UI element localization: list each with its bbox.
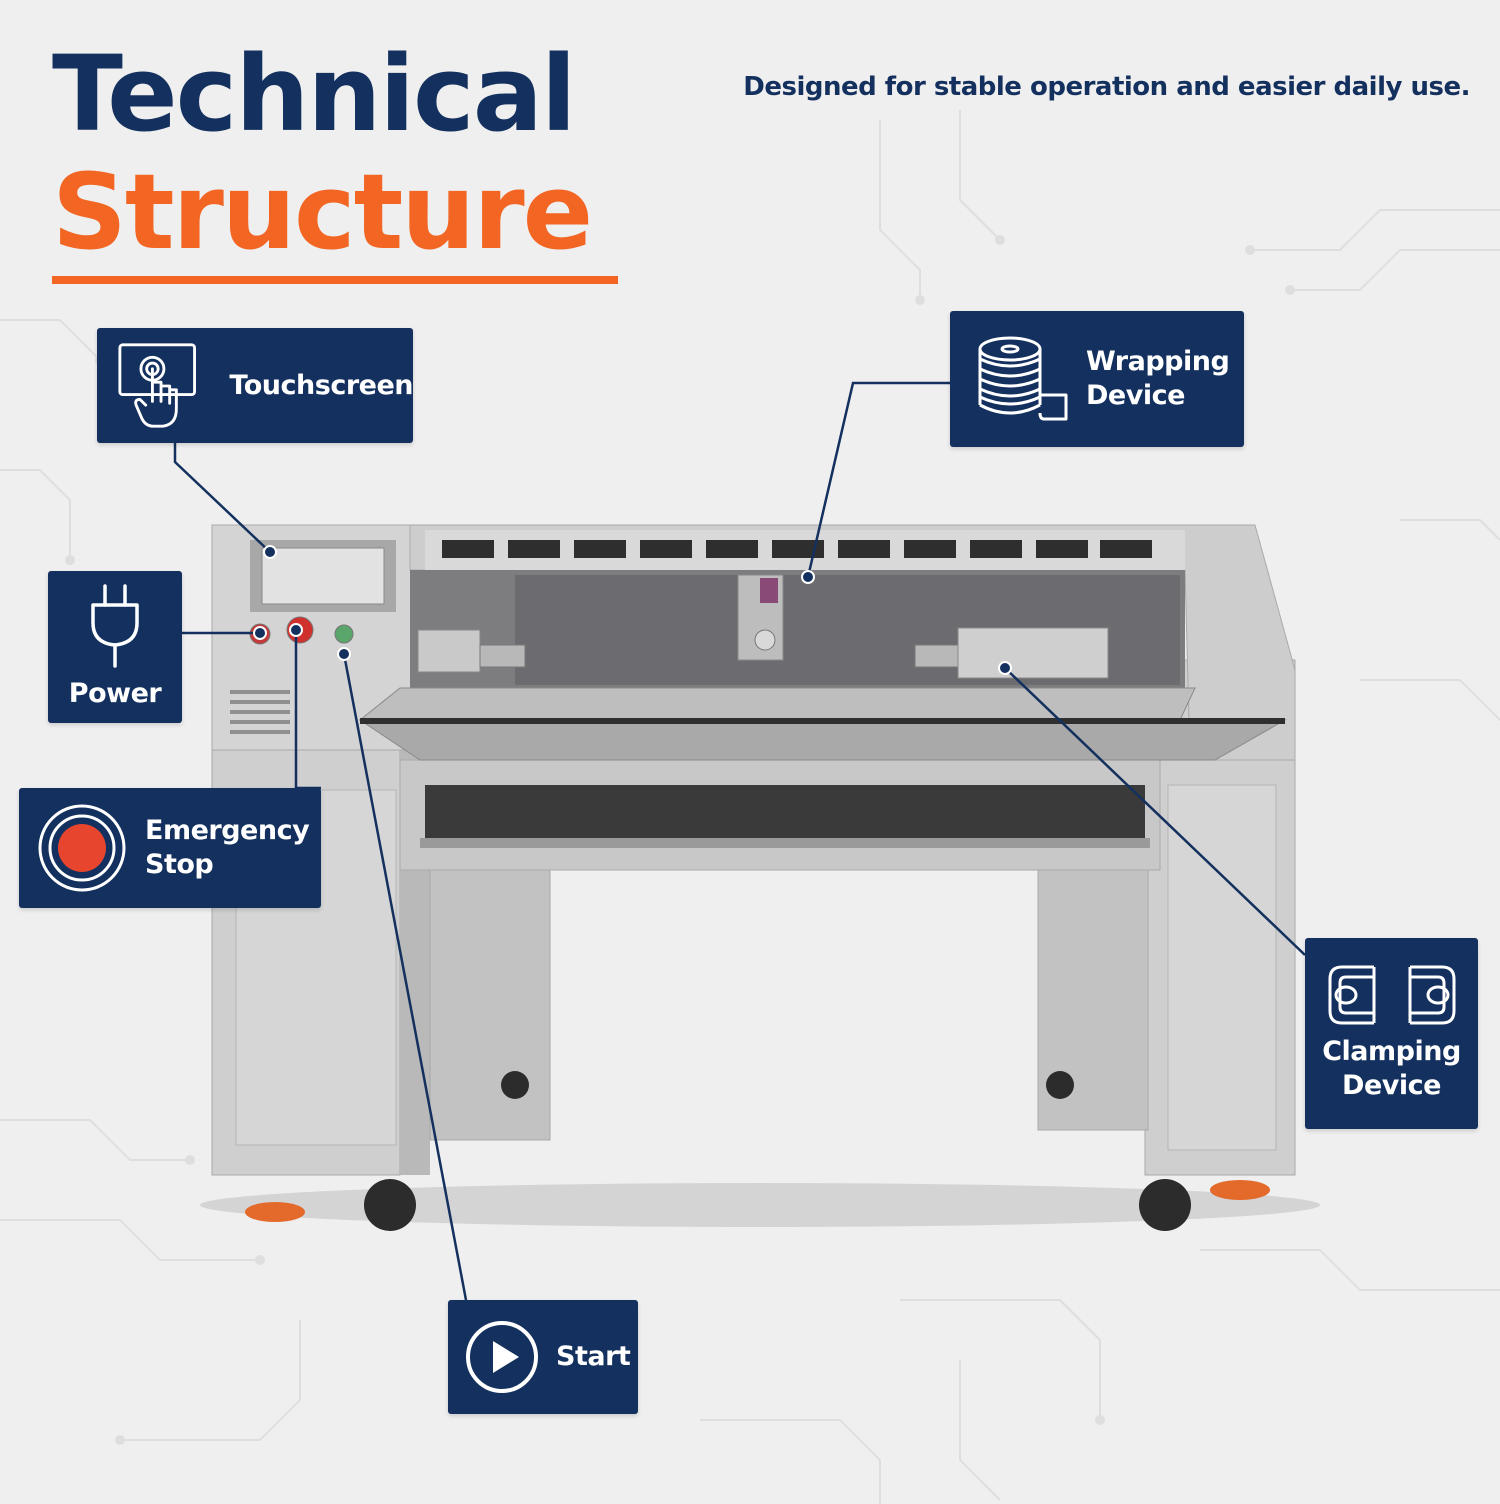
callout-power: Power <box>48 571 182 723</box>
left-inner-leg <box>429 859 551 1141</box>
clamp-jaws-icon <box>1328 965 1455 1025</box>
callout-wrapping-device: Wrapping Device <box>950 311 1244 447</box>
title-underline <box>52 276 618 284</box>
right-cabinet-door <box>1167 784 1277 1151</box>
wrapping-head-accent <box>760 578 778 603</box>
emergency-stop-label-line2: Stop <box>145 849 214 880</box>
clamping-label-line1: Clamping <box>1322 1035 1461 1067</box>
touchscreen-display <box>261 547 385 605</box>
callout-touchscreen: Touchscreen <box>97 328 413 443</box>
wrapping-label-line1: Wrapping <box>1086 346 1230 378</box>
clamping-label-line2: Device <box>1342 1069 1441 1101</box>
tray-lip <box>360 718 1285 724</box>
emergency-stop-button-icon <box>38 804 126 892</box>
vent-slots <box>230 690 290 734</box>
left-clamp-jaw <box>479 644 526 668</box>
emergency-stop-button <box>286 616 314 644</box>
play-icon <box>466 1321 538 1393</box>
subtitle: Designed for stable operation and easier… <box>743 72 1470 102</box>
right-clamp-block <box>957 627 1109 679</box>
tray-front <box>358 719 1287 761</box>
tape-roll-icon <box>978 336 1068 421</box>
wrapping-label-line2: Device <box>1086 380 1185 411</box>
callout-emergency-stop: Emergency Stop <box>19 788 321 908</box>
lower-shelf <box>425 785 1145 840</box>
top-windows <box>442 540 1152 558</box>
left-clamp-block <box>417 629 481 673</box>
wrapping-head-roller <box>754 629 776 651</box>
start-label: Start <box>556 1341 631 1373</box>
power-button <box>249 623 271 645</box>
emergency-stop-label-line1: Emergency <box>145 815 310 847</box>
floor-shadow <box>200 1183 1320 1227</box>
right-clamp-jaw <box>914 644 961 668</box>
lower-shelf-front <box>420 838 1150 848</box>
title-line-structure: Structure <box>52 151 593 273</box>
title-line-technical: Technical <box>52 33 577 155</box>
leveling-feet <box>245 1180 1270 1222</box>
start-button <box>334 624 354 644</box>
power-plug-icon <box>91 584 139 668</box>
callout-start: Start <box>448 1300 638 1414</box>
callout-clamping-device: Clamping Device <box>1305 938 1478 1129</box>
power-label: Power <box>68 678 162 710</box>
steel-tray <box>358 687 1196 721</box>
touchscreen-tap-icon <box>118 342 196 428</box>
touchscreen-label: Touchscreen <box>229 369 413 401</box>
